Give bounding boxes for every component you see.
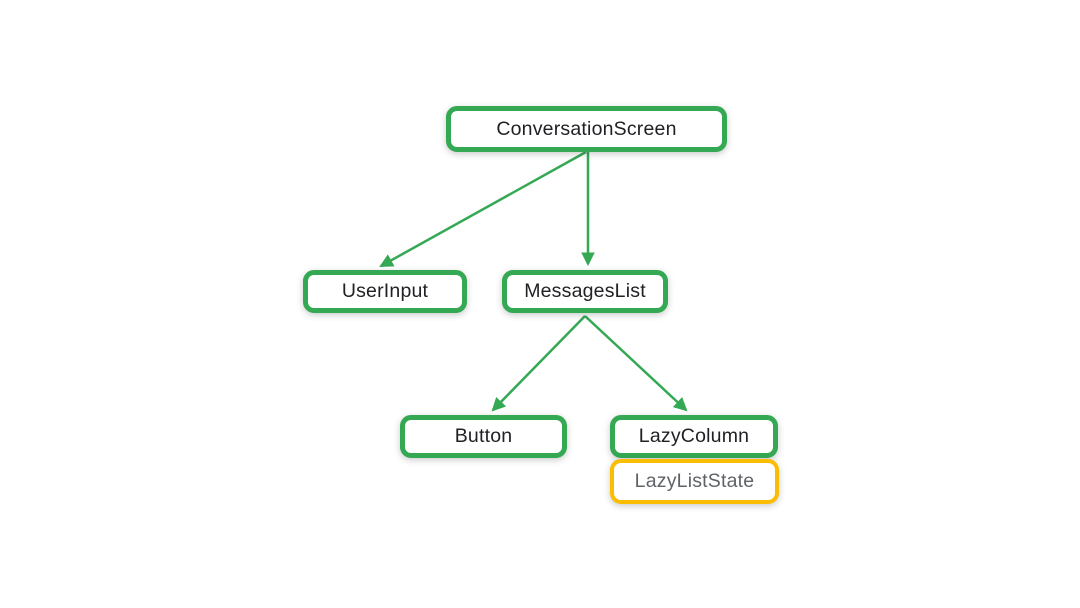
edge-conversationscreen-userinput-arrow — [379, 150, 587, 268]
node-button-label: Button — [454, 425, 513, 447]
node-lazy-column: LazyColumn — [610, 415, 778, 458]
node-conversation-screen: ConversationScreen — [446, 106, 727, 152]
node-lazy-list-state-label: LazyListState — [634, 470, 755, 492]
node-lazy-list-state: LazyListState — [610, 459, 779, 504]
edge-messageslist-button-arrow — [491, 315, 586, 412]
node-user-input: UserInput — [303, 270, 467, 313]
node-button: Button — [400, 415, 567, 458]
node-messages-list: MessagesList — [502, 270, 668, 313]
node-messages-list-label: MessagesList — [524, 280, 646, 302]
node-user-input-label: UserInput — [341, 280, 429, 302]
edge-messageslist-lazycolumn-arrow — [584, 315, 688, 412]
node-conversation-screen-label: ConversationScreen — [496, 117, 677, 140]
node-lazy-column-label: LazyColumn — [638, 425, 750, 447]
